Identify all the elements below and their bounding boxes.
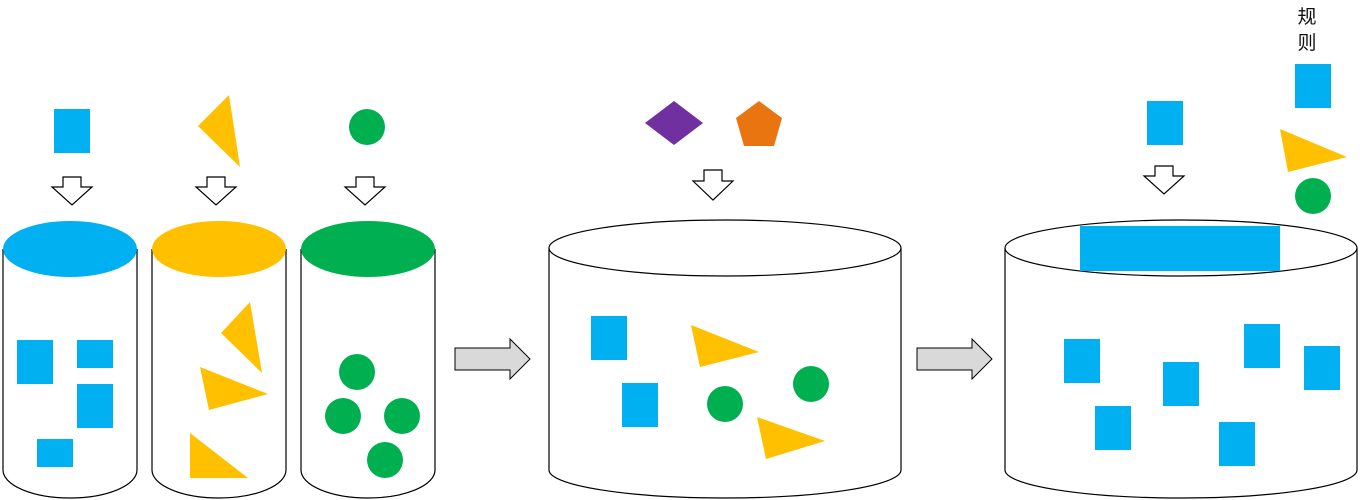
blue-rectangle-icon — [37, 439, 73, 467]
blue-rectangle-icon — [1064, 339, 1100, 383]
blue-rectangle-icon — [1095, 406, 1131, 450]
green-circle-input-icon — [349, 109, 385, 145]
rule-green-circle-icon — [1295, 178, 1331, 214]
blue-rectangle-icon — [622, 383, 658, 427]
blue-rectangle-icon — [591, 316, 627, 360]
green-cylinder — [300, 221, 436, 499]
blue-rectangle-icon — [77, 340, 113, 368]
rule-label-char: 则 — [1297, 32, 1317, 54]
blue-rectangle-input-icon — [1147, 101, 1183, 145]
blue-cylinder — [2, 221, 138, 499]
yellow-triangle-icon — [691, 325, 759, 367]
green-circle-icon — [384, 398, 420, 434]
blue-filter-bar — [1080, 226, 1280, 271]
green-circle-icon — [793, 366, 829, 402]
rule-store-group — [1004, 64, 1358, 499]
rule-label: 规 则 — [1296, 4, 1318, 56]
down-arrow-icon — [1142, 165, 1186, 195]
down-arrow-icon — [194, 176, 238, 206]
rule-blue-rectangle-icon — [1295, 64, 1331, 108]
rule-cylinder — [1004, 219, 1358, 499]
blue-rectangle-icon — [1244, 324, 1280, 368]
down-arrow-icon — [691, 169, 735, 201]
rule-yellow-triangle-icon — [1280, 129, 1347, 172]
blue-rectangle-icon — [1219, 422, 1255, 466]
down-arrow-icon — [50, 176, 94, 206]
yellow-triangle-icon — [200, 367, 268, 410]
blue-rectangle-icon — [17, 340, 53, 384]
yellow-triangle-input-icon — [198, 95, 240, 167]
right-arrow-icon — [454, 337, 531, 381]
yellow-triangle-icon — [221, 302, 262, 373]
mixed-store-group — [548, 101, 902, 499]
rule-label-char: 规 — [1297, 6, 1317, 28]
yellow-triangle-icon — [190, 433, 248, 478]
purple-diamond-icon — [645, 101, 703, 145]
yellow-triangle-icon — [757, 417, 825, 459]
green-circle-icon — [325, 398, 361, 434]
blue-rectangle-icon — [77, 384, 113, 428]
down-arrow-icon — [343, 176, 387, 206]
green-circle-icon — [339, 354, 375, 390]
yellow-cylinder — [151, 221, 287, 499]
mixed-cylinder — [548, 219, 902, 499]
green-circle-icon — [367, 442, 403, 478]
blue-rectangle-icon — [1304, 346, 1340, 390]
green-circle-icon — [707, 386, 743, 422]
right-arrow-icon — [916, 337, 993, 381]
blue-rectangle-icon — [1163, 362, 1199, 406]
orange-pentagon-icon — [736, 101, 782, 146]
separate-stores-group — [2, 95, 436, 499]
blue-square-input-icon — [54, 109, 90, 153]
